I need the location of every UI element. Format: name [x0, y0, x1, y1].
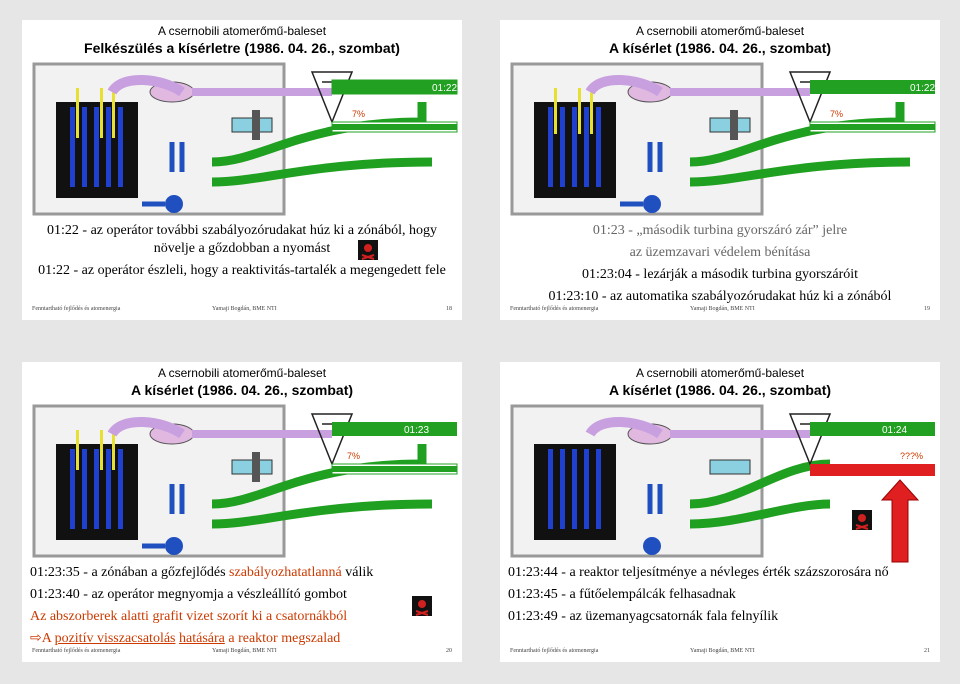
power-label: 7% — [352, 109, 365, 119]
reactor-diagram: 01:22 7% — [32, 62, 458, 216]
slide-text: 01:23 - „második turbina gyorszáró zár” … — [508, 222, 932, 310]
skull-crossbones-icon — [358, 240, 378, 260]
skull-crossbones-icon — [852, 510, 872, 530]
time-label: 01:23 — [404, 425, 429, 436]
slide-title-top: A csernobili atomerőmű-baleset — [157, 366, 327, 380]
line-text: 01:23:35 - a zónában a gőzfejlődés — [30, 565, 230, 580]
footer-course: Fenntartható fejlődés és atomenergia — [510, 306, 599, 312]
line-text: a reaktor megszalad — [224, 631, 341, 646]
line-highlight: hatására — [179, 631, 225, 646]
slide-text: 01:23:44 - a reaktor teljesítménye a név… — [508, 564, 932, 630]
slide-line: 01:22 - az operátor észleli, hogy a reak… — [38, 263, 446, 278]
slide-subtitle: A kísérlet (1986. 04. 26., szombat) — [130, 382, 354, 398]
line-highlight: szabályozhatatlanná — [229, 565, 342, 580]
slide-text: 01:23:35 - a zónában a gőzfejlődés szabá… — [30, 564, 454, 652]
footer-course: Fenntartható fejlődés és atomenergia — [32, 306, 121, 312]
slide-line: 01:23:35 - a zónában a gőzfejlődés szabá… — [30, 564, 454, 582]
line-highlight: pozitív visszacsatolás — [54, 631, 176, 646]
time-label: 01:22 — [432, 83, 457, 94]
slide-footer: Fenntartható fejlődés és atomenergia Yam… — [510, 648, 930, 658]
time-label: 01:22 — [910, 83, 935, 94]
slide-line: az üzemzavari védelem bénítása — [629, 245, 811, 260]
slide-19: A csernobili atomerőmű-baleset A kísérle… — [500, 20, 940, 320]
page-number: 19 — [924, 306, 930, 312]
power-label: 7% — [830, 109, 843, 119]
slide-subtitle: A kísérlet (1986. 04. 26., szombat) — [608, 40, 832, 56]
slide-line: 01:22 - az operátor további szabályozóru… — [47, 223, 437, 256]
slide-title-top: A csernobili atomerőmű-baleset — [635, 366, 805, 380]
slide-subtitle: A kísérlet (1986. 04. 26., szombat) — [608, 382, 832, 398]
line-text: válik — [341, 565, 374, 580]
footer-author: Yamaji Bogdán, BME NTI — [212, 648, 277, 654]
slide-footer: Fenntartható fejlődés és atomenergia Yam… — [510, 306, 930, 316]
slide-line: 01:23 - „második turbina gyorszáró zár” … — [592, 223, 848, 238]
slide-title-top: A csernobili atomerőmű-baleset — [157, 24, 327, 38]
page-number: 21 — [924, 648, 930, 654]
red-up-arrow-icon — [880, 479, 920, 563]
page-number: 18 — [446, 306, 452, 312]
slide-21: A csernobili atomerőmű-baleset A kísérle… — [500, 362, 940, 662]
time-label: 01:24 — [882, 425, 907, 436]
slide-line: 01:23:40 - az operátor megnyomja a vészl… — [30, 587, 347, 602]
reactor-diagram: 01:24 ???% — [510, 404, 935, 563]
slide-line: Az abszorberek alatti grafit vizet szorí… — [30, 609, 348, 624]
slide-line: 01:23:10 - az automatika szabályozórudak… — [548, 289, 892, 304]
footer-author: Yamaji Bogdán, BME NTI — [690, 648, 755, 654]
slide-line: 01:23:44 - a reaktor teljesítménye a név… — [508, 565, 889, 580]
slide-line: 01:23:04 - lezárják a második turbina gy… — [581, 267, 859, 282]
slide-line: 01:23:49 - az üzemanyagcsatornák fala fe… — [508, 609, 779, 624]
slide-line: ⇨A pozitív visszacsatolás hatására a rea… — [30, 630, 454, 648]
line-text: A — [41, 631, 55, 646]
footer-author: Yamaji Bogdán, BME NTI — [690, 306, 755, 312]
skull-crossbones-icon — [412, 596, 432, 616]
slide-footer: Fenntartható fejlődés és atomenergia Yam… — [32, 648, 452, 658]
footer-author: Yamaji Bogdán, BME NTI — [212, 306, 277, 312]
power-label: 7% — [347, 451, 360, 461]
slide-title-top: A csernobili atomerőmű-baleset — [635, 24, 805, 38]
footer-course: Fenntartható fejlődés és atomenergia — [510, 648, 599, 654]
slide-line: 01:23:45 - a fűtőelempálcák felhasadnak — [508, 587, 736, 602]
page-number: 20 — [446, 648, 452, 654]
slide-18: A csernobili atomerőmű-baleset Felkészül… — [22, 20, 462, 320]
footer-course: Fenntartható fejlődés és atomenergia — [32, 648, 121, 654]
slide-footer: Fenntartható fejlődés és atomenergia Yam… — [32, 306, 452, 316]
slide-20: A csernobili atomerőmű-baleset A kísérle… — [22, 362, 462, 662]
reactor-diagram: 01:23 7% — [32, 404, 458, 558]
reactor-diagram: 01:22 7% — [510, 62, 936, 216]
slide-subtitle: Felkészülés a kísérletre (1986. 04. 26.,… — [84, 40, 400, 56]
slide-text: 01:22 - az operátor további szabályozóru… — [30, 222, 454, 284]
arrow-icon: ⇨ — [30, 631, 42, 646]
power-label: ???% — [900, 451, 923, 461]
